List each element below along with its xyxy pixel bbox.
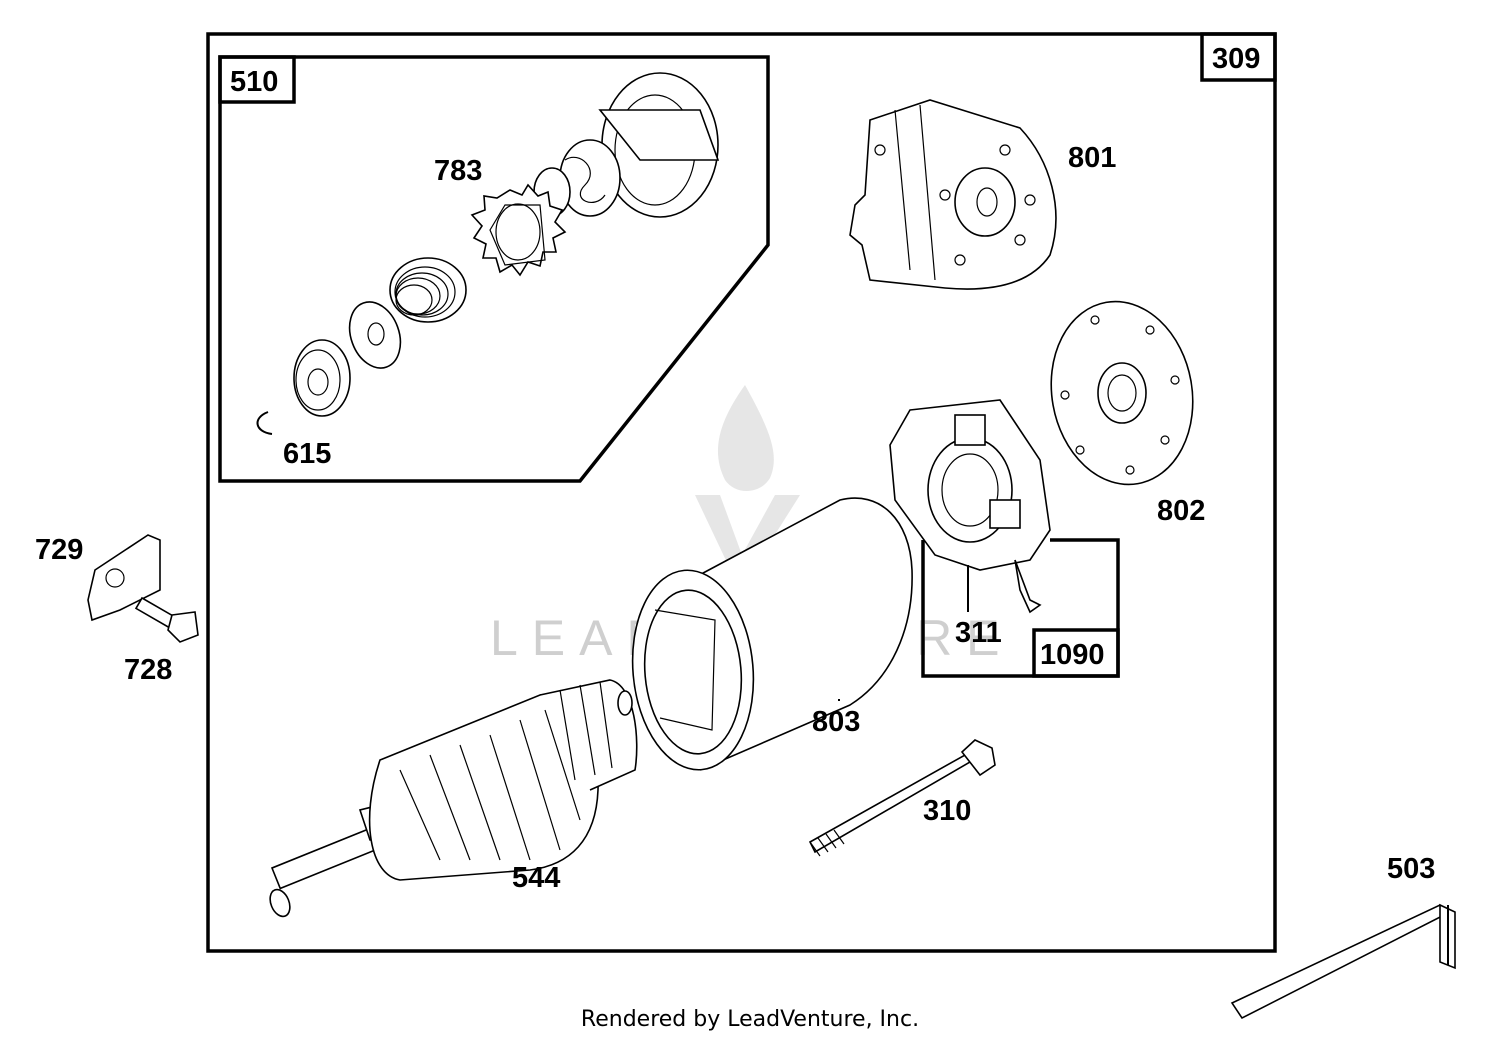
v-logo-icon xyxy=(695,495,800,590)
brush-kit-box: 1090 xyxy=(921,538,1120,678)
field-frame xyxy=(631,497,913,771)
part-label-310: 310 xyxy=(923,795,971,827)
pinion-gear xyxy=(470,183,567,277)
part-label-503: 503 xyxy=(1387,853,1435,885)
part-label-801: 801 xyxy=(1068,142,1116,174)
washer xyxy=(348,301,402,369)
box-label-1090: 1090 xyxy=(1040,639,1105,671)
part-label-783: 783 xyxy=(434,155,482,187)
flame-logo-icon xyxy=(717,385,774,492)
commutator-end-cap xyxy=(1050,300,1194,486)
drive-helix-housing xyxy=(533,72,720,218)
bracket-screw xyxy=(134,596,199,643)
drive-end-cap xyxy=(849,99,1057,290)
stop-collar xyxy=(293,339,351,417)
through-bolt xyxy=(808,739,996,857)
armature xyxy=(269,679,638,918)
retaining-ring xyxy=(256,411,273,435)
strap xyxy=(1230,903,1456,1020)
part-label-803: 803 xyxy=(812,706,860,738)
part-label-544: 544 xyxy=(512,862,560,894)
part-label-311: 311 xyxy=(955,617,1002,649)
part-label-802: 802 xyxy=(1157,495,1205,527)
brush-holder xyxy=(889,399,1051,614)
part-label-728: 728 xyxy=(124,654,172,686)
part-label-615: 615 xyxy=(283,438,331,470)
main-assembly-box: 309 xyxy=(206,32,1277,953)
box-label-309: 309 xyxy=(1212,43,1260,75)
spring xyxy=(389,257,467,323)
drive-kit-box: 510 xyxy=(218,55,770,483)
part-label-729: 729 xyxy=(35,534,83,566)
box-label-510: 510 xyxy=(230,66,278,98)
rendered-by-footer: Rendered by LeadVenture, Inc. xyxy=(581,1007,919,1032)
